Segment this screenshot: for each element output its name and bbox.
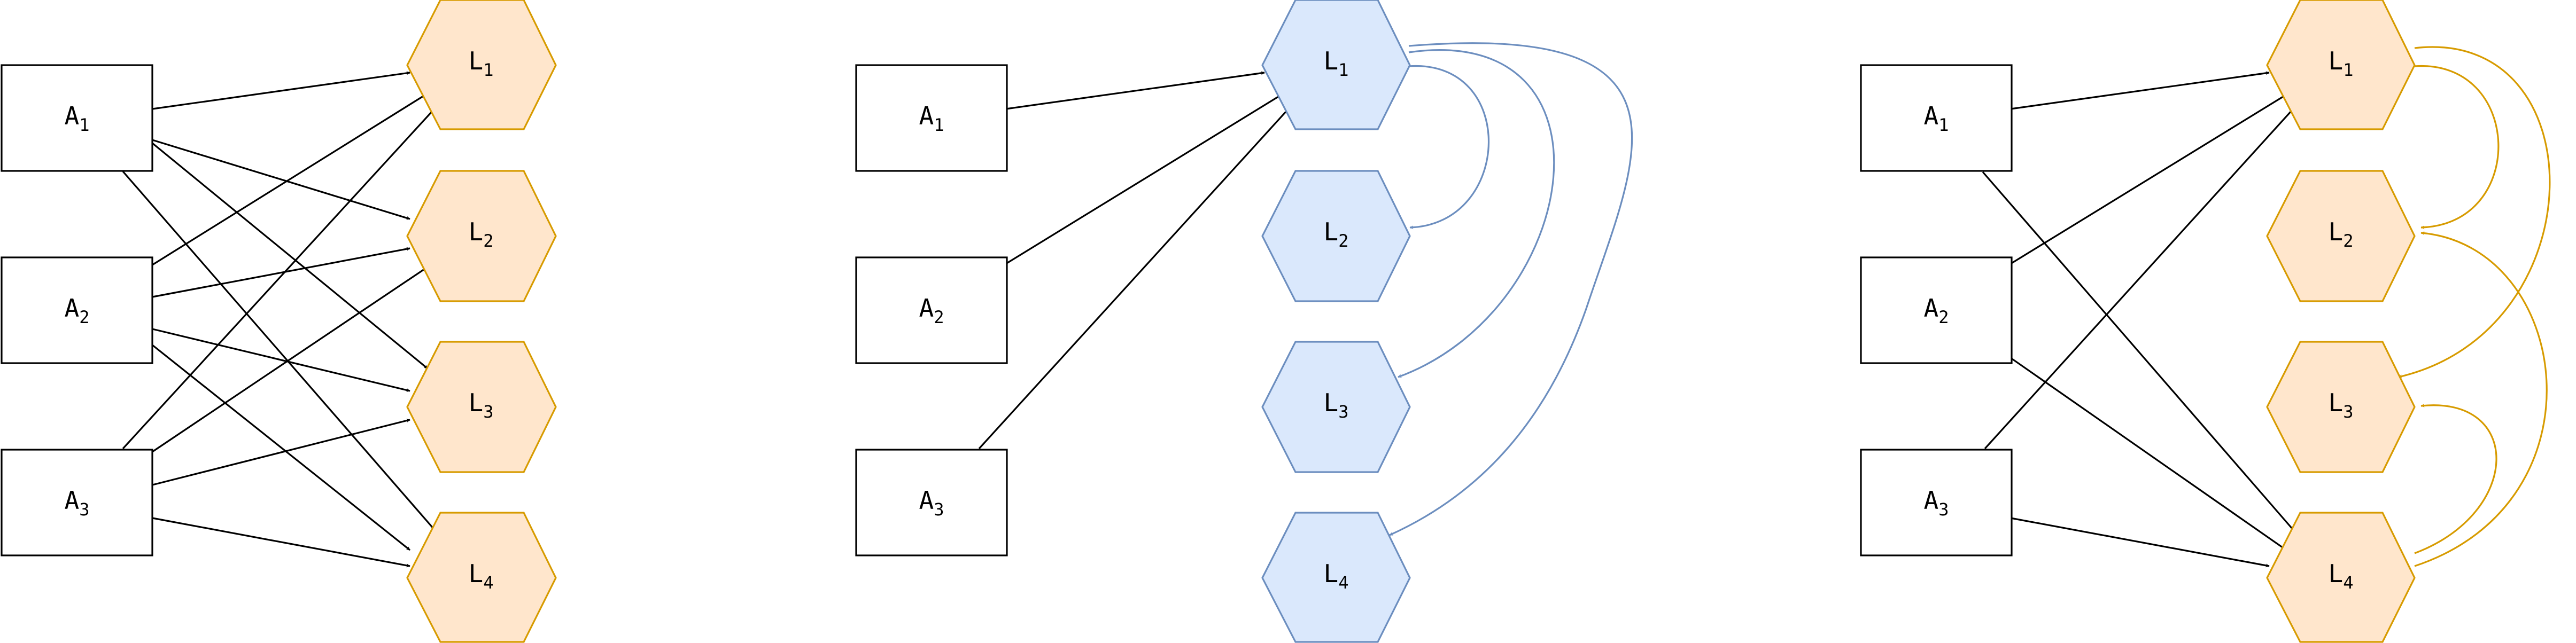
edge-l1-l3 bbox=[1398, 49, 1555, 378]
left-node-l4: L4 bbox=[406, 512, 557, 643]
middle-edges bbox=[978, 71, 1293, 450]
right-node-a2: A2 bbox=[1860, 256, 2013, 364]
left-node-l3: L3 bbox=[406, 341, 557, 473]
middle-forward-edges bbox=[1389, 42, 1633, 536]
svg-text:L1: L1 bbox=[1324, 46, 1349, 80]
edge-l4-l2 bbox=[2414, 231, 2548, 567]
edge-a3-l1 bbox=[978, 104, 1293, 450]
middle-node-l2: L2 bbox=[1261, 170, 1411, 302]
svg-text:A2: A2 bbox=[1924, 294, 1949, 327]
left-node-l2: L2 bbox=[406, 170, 557, 302]
edge-l1-l3 bbox=[2398, 46, 2551, 378]
middle-node-l3: L3 bbox=[1261, 341, 1411, 473]
right-node-l4: L4 bbox=[2266, 512, 2416, 643]
svg-text:L4: L4 bbox=[1324, 559, 1349, 593]
right-edges bbox=[1982, 71, 2298, 568]
right-node-a1: A1 bbox=[1860, 64, 2013, 172]
edge-l1-l4 bbox=[1389, 42, 1633, 536]
right-node-a3: A3 bbox=[1860, 449, 2013, 556]
edge-a1-l1 bbox=[1005, 71, 1265, 110]
svg-text:A1: A1 bbox=[919, 101, 944, 135]
panel-left: A1 A2 A3 L1 L2 L3 L4 bbox=[1, 0, 557, 643]
middle-node-a1: A1 bbox=[855, 64, 1008, 172]
edge-a3-l3 bbox=[152, 419, 410, 486]
svg-text:A3: A3 bbox=[919, 486, 944, 520]
middle-node-a3: A3 bbox=[855, 449, 1008, 556]
edge-a1-l3 bbox=[151, 142, 429, 370]
middle-node-l1: L1 bbox=[1261, 0, 1411, 130]
svg-text:L4: L4 bbox=[2329, 559, 2354, 593]
panel-right: A1 A2 A3 L1 L2 L3 L4 bbox=[1860, 0, 2551, 643]
right-node-l3: L3 bbox=[2266, 341, 2416, 473]
svg-text:L2: L2 bbox=[2329, 217, 2354, 251]
edge-a1-l4 bbox=[122, 170, 439, 535]
right-node-l2: L2 bbox=[2266, 170, 2416, 302]
edge-a1-l1 bbox=[152, 71, 410, 110]
edge-a2-l1 bbox=[152, 92, 428, 266]
edge-l4-l3 bbox=[2414, 403, 2497, 554]
edge-a2-l3 bbox=[152, 328, 410, 392]
left-edges bbox=[122, 71, 439, 568]
left-node-a1: A1 bbox=[1, 64, 153, 172]
edge-a1-l2 bbox=[152, 139, 410, 220]
edge-a1-l1 bbox=[2010, 71, 2270, 110]
edge-a2-l1 bbox=[2010, 93, 2288, 265]
right-node-l1: L1 bbox=[2266, 0, 2416, 130]
edge-a3-l4 bbox=[2010, 517, 2270, 568]
svg-text:A1: A1 bbox=[1924, 101, 1949, 135]
svg-text:L2: L2 bbox=[1324, 217, 1349, 251]
svg-text:L1: L1 bbox=[2329, 46, 2354, 80]
edge-a2-l4 bbox=[2010, 357, 2287, 551]
edge-a3-l1 bbox=[1984, 104, 2298, 450]
middle-node-a2: A2 bbox=[855, 256, 1008, 364]
svg-text:L3: L3 bbox=[1324, 388, 1349, 422]
edge-a2-l1 bbox=[1005, 93, 1283, 265]
svg-text:A2: A2 bbox=[65, 294, 90, 327]
edge-a3-l4 bbox=[152, 517, 410, 568]
edge-a3-l2 bbox=[152, 266, 428, 453]
edge-l1-l2 bbox=[2414, 65, 2500, 230]
svg-text:A3: A3 bbox=[65, 486, 90, 520]
left-node-a3: A3 bbox=[1, 449, 153, 556]
middle-node-l4: L4 bbox=[1261, 512, 1411, 643]
panel-middle: A1 A2 A3 L1 L2 L3 L4 bbox=[855, 0, 1633, 643]
svg-text:A3: A3 bbox=[1924, 486, 1949, 520]
svg-text:A2: A2 bbox=[919, 294, 944, 327]
left-node-l1: L1 bbox=[406, 0, 557, 130]
svg-text:L3: L3 bbox=[2329, 388, 2354, 422]
svg-text:L1: L1 bbox=[469, 46, 494, 80]
right-forward-edges bbox=[2398, 46, 2551, 567]
svg-text:L2: L2 bbox=[469, 217, 494, 251]
svg-text:L3: L3 bbox=[469, 388, 494, 422]
edge-l1-l2 bbox=[1408, 65, 1490, 230]
edge-a1-l4 bbox=[1982, 171, 2297, 534]
svg-text:L4: L4 bbox=[469, 559, 494, 593]
edge-a2-l4 bbox=[152, 344, 410, 551]
edge-a2-l2 bbox=[152, 247, 410, 298]
left-node-a2: A2 bbox=[1, 256, 153, 364]
svg-text:A1: A1 bbox=[65, 101, 90, 135]
edge-a3-l1 bbox=[122, 104, 439, 450]
